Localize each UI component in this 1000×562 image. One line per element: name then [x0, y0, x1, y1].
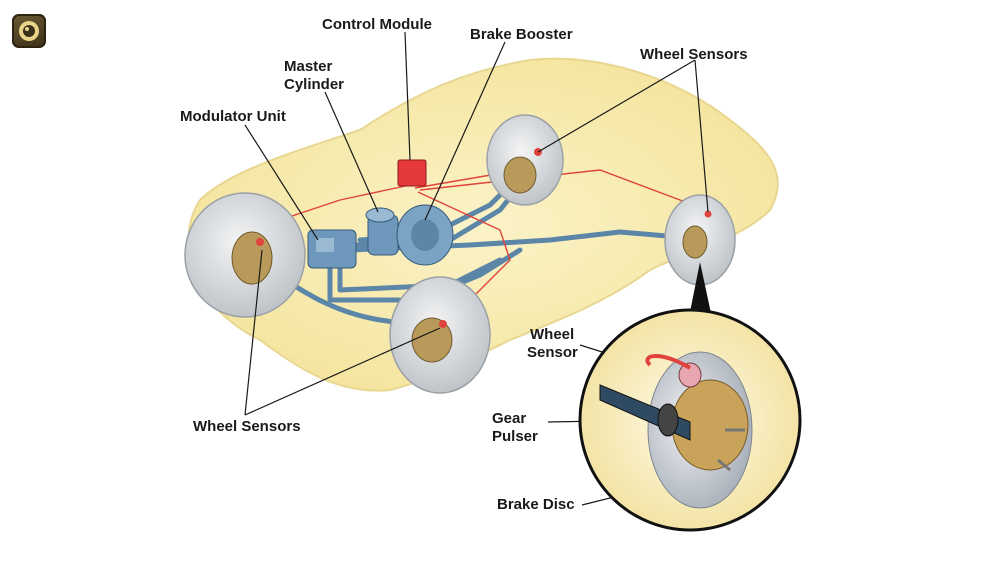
camera-lens-icon[interactable]: [12, 14, 46, 48]
label-master-cylinder-line2: Cylinder: [284, 76, 345, 93]
label-detail-sensor-line2: Sensor: [527, 344, 578, 361]
label-modulator-unit: Modulator Unit: [180, 108, 286, 125]
modulator-unit: [307, 229, 357, 269]
wheel-rear-near: [389, 276, 491, 394]
leader-lines: [244, 31, 709, 506]
label-wheel-sensors-top: Wheel Sensors: [640, 46, 748, 63]
label-brake-disc: Brake Disc: [497, 496, 575, 513]
control-module: [397, 159, 427, 187]
wheel-front-far: [486, 114, 564, 206]
label-control-module: Control Module: [322, 16, 432, 33]
wheel-rear-far: [664, 194, 736, 286]
label-detail-wheel-line1: Wheel: [530, 326, 575, 343]
detail-view: [578, 308, 802, 532]
label-wheel-sensors-bottom: Wheel Sensors: [193, 418, 301, 435]
wheel-front-left: [184, 192, 306, 318]
brake-booster-assembly: [365, 204, 454, 266]
label-gear-line1: Gear: [492, 410, 527, 427]
label-pulser-line2: Pulser: [492, 428, 538, 445]
label-brake-booster: Brake Booster: [470, 26, 573, 43]
detail-pointer: [688, 262, 712, 322]
label-master-cylinder-line1: Master: [284, 58, 333, 75]
